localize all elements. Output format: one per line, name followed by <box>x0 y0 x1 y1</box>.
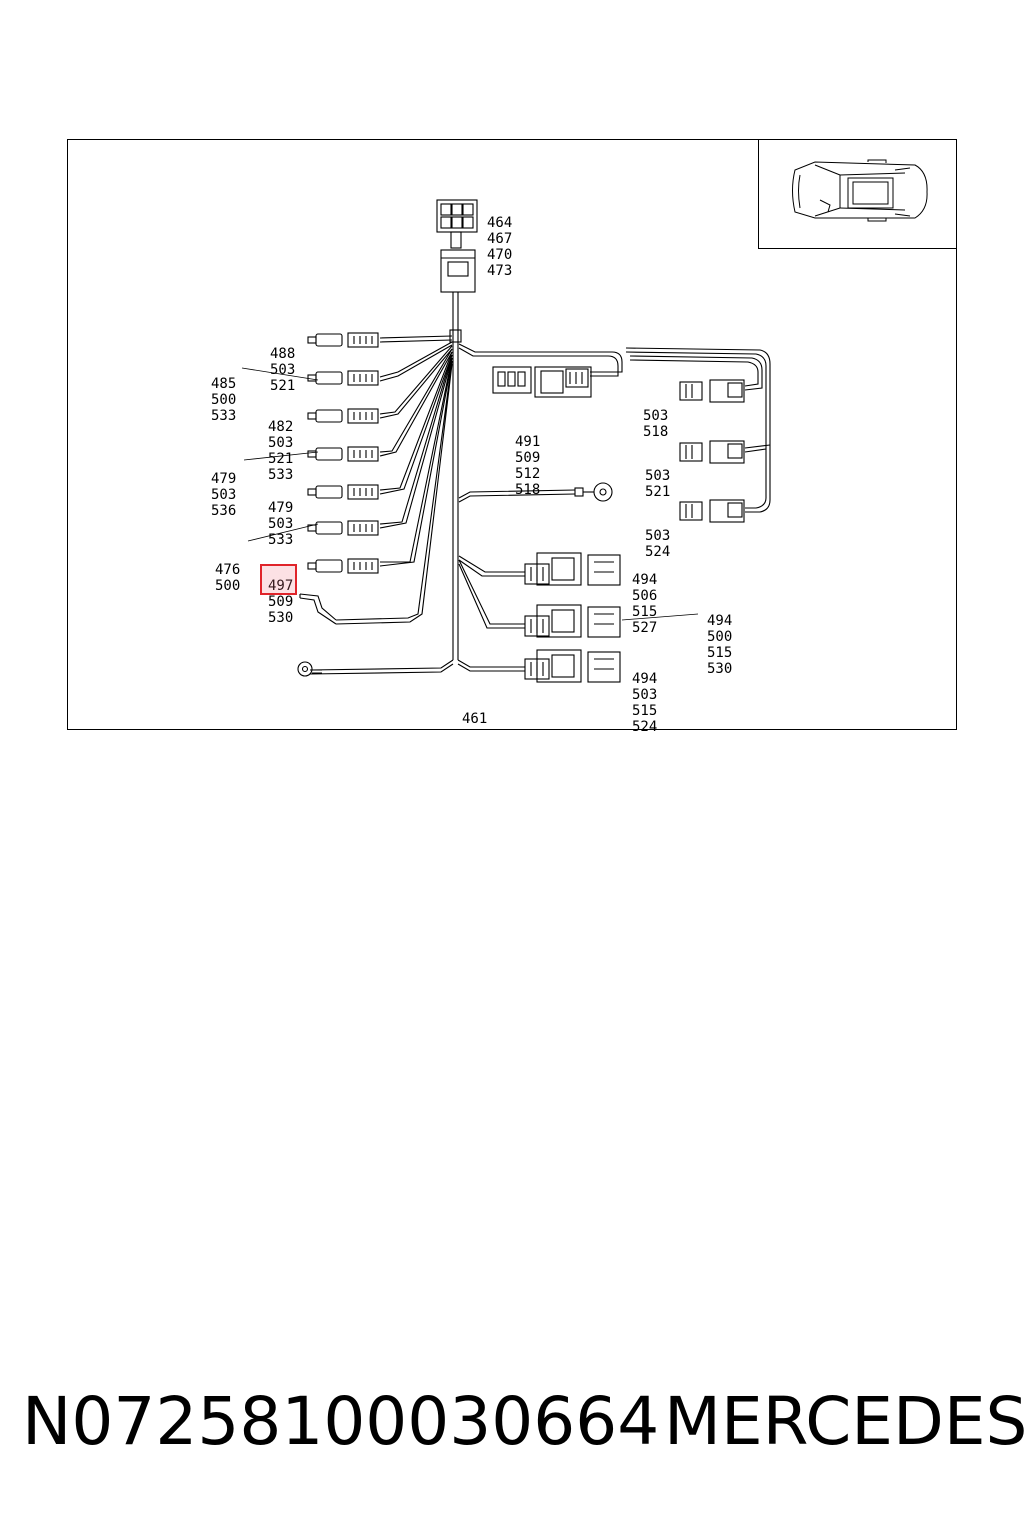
plug-2-icon <box>524 604 621 638</box>
wiring-harness-diagram <box>241 159 928 683</box>
plug-1-icon <box>524 552 621 586</box>
right-connector-3-icon <box>679 499 745 523</box>
plug-3-icon <box>524 649 621 683</box>
left-sensor-connectors <box>299 332 379 625</box>
leader-lines-left <box>241 367 319 542</box>
lower-plug-branches <box>458 552 699 683</box>
callout-harness: 461 <box>462 710 488 727</box>
highlighted-callout-box[interactable] <box>260 564 297 595</box>
main-connector-icon <box>436 199 478 293</box>
vehicle-top-view-icon <box>792 159 928 222</box>
vehicle-thumbnail-box <box>758 139 957 249</box>
harness-trunk <box>309 292 525 675</box>
right-connector-1-icon <box>679 379 745 403</box>
left-wire-fan <box>335 335 453 625</box>
part-number: N07258100030664 <box>22 1383 660 1460</box>
right-connector-2-icon <box>679 440 745 464</box>
brand-name: MERCEDES <box>664 1383 1024 1460</box>
diagram-frame <box>67 139 957 730</box>
upper-right-branch <box>458 343 623 398</box>
footer-caption: N07258100030664 MERCEDES <box>22 1382 1024 1472</box>
ground-eyelet-left-icon <box>297 661 322 677</box>
right-wire-branch <box>625 347 771 523</box>
ground-eyelet-mid-icon <box>458 482 613 503</box>
